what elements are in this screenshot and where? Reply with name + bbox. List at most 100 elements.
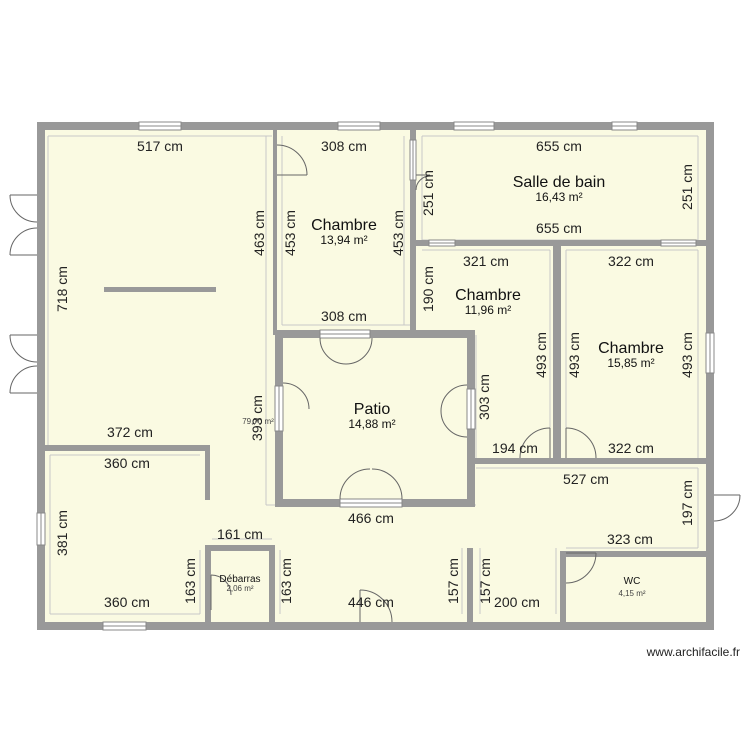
dim-label: 322 cm xyxy=(608,440,654,456)
dim-label: 655 cm xyxy=(536,220,582,236)
dim-label: 308 cm xyxy=(321,308,367,324)
dim-label: 200 cm xyxy=(494,594,540,610)
patio-wall-top xyxy=(275,330,475,338)
dim-label: 157 cm xyxy=(445,558,461,604)
window-patio-bottom xyxy=(339,498,403,508)
dim-label: 163 cm xyxy=(182,558,198,604)
door-sdb[interactable] xyxy=(415,174,431,191)
dim-label: 157 cm xyxy=(477,558,493,604)
dimension-labels-vertical: 251 cm 251 cm 463 cm 453 cm 453 cm 718 c… xyxy=(54,164,695,604)
wall-chambre2-chambre3 xyxy=(553,246,561,464)
room-name-chambre1: Chambre xyxy=(311,217,377,234)
room-name-chambre2: Chambre xyxy=(455,287,521,304)
wall-sdb-bottom xyxy=(416,240,706,246)
door-left-2[interactable] xyxy=(9,334,38,394)
dim-label: 251 cm xyxy=(420,170,436,216)
dim-label: 308 cm xyxy=(321,138,367,154)
outer-wall-left xyxy=(37,122,45,630)
dim-label: 323 cm xyxy=(607,531,653,547)
wall-living-lower-top xyxy=(45,445,210,451)
window-top-4 xyxy=(611,121,638,131)
partition-bar xyxy=(104,287,216,292)
doors xyxy=(9,144,741,623)
room-area-chambre1: 13,94 m² xyxy=(320,233,367,247)
dim-label: 197 cm xyxy=(679,480,695,526)
dim-label: 493 cm xyxy=(533,332,549,378)
dimension-guides xyxy=(47,135,699,615)
dim-label: 493 cm xyxy=(679,332,695,378)
room-area-patio: 14,88 m² xyxy=(348,417,395,431)
room-labels: Salle de bain 16,43 m² Chambre 13,94 m² … xyxy=(219,174,664,598)
room-area-chambre2: 11,96 m² xyxy=(465,303,511,317)
wall-debarras-top xyxy=(205,545,275,551)
window-top-3 xyxy=(453,121,495,131)
window-sdb-inner-2 xyxy=(660,239,697,247)
wall-debarras-right xyxy=(269,545,275,622)
door-left-1[interactable] xyxy=(9,194,38,256)
dim-label: 453 cm xyxy=(390,210,406,256)
dim-label: 381 cm xyxy=(54,510,70,556)
dim-label: 163 cm xyxy=(278,558,294,604)
outer-wall-right xyxy=(706,122,714,630)
windows xyxy=(36,121,715,631)
window-patio-left xyxy=(274,385,284,432)
wall-living-chambre1 xyxy=(273,130,277,335)
dim-label: 251 cm xyxy=(679,164,695,210)
room-area-wc: 4,15 m² xyxy=(618,589,645,598)
door-right[interactable] xyxy=(713,494,741,522)
wall-living-lower-right xyxy=(205,445,210,500)
dim-label: 190 cm xyxy=(420,266,436,312)
floor-area xyxy=(43,130,706,624)
dim-label: 360 cm xyxy=(104,455,150,471)
door-bottom-entry[interactable] xyxy=(359,589,393,623)
dim-label: 517 cm xyxy=(137,138,183,154)
door-patio-left[interactable] xyxy=(282,382,310,410)
room-name-salle-de-bain: Salle de bain xyxy=(513,174,606,191)
window-top-1 xyxy=(138,121,182,131)
watermark: www.archifacile.fr xyxy=(646,645,740,659)
door-chambre1[interactable] xyxy=(276,144,308,176)
room-name-patio: Patio xyxy=(354,401,391,418)
dim-label: 718 cm xyxy=(54,266,70,312)
dim-label: 393 cm xyxy=(249,395,265,441)
room-area-debarras: 2,06 m² xyxy=(226,584,253,593)
dim-label: 322 cm xyxy=(608,253,654,269)
door-patio-top[interactable] xyxy=(319,337,373,365)
dim-label: 194 cm xyxy=(492,440,538,456)
door-patio-right[interactable] xyxy=(440,384,468,438)
dim-label: 493 cm xyxy=(566,332,582,378)
dim-label: 321 cm xyxy=(463,253,509,269)
wall-pillar-a xyxy=(467,548,473,622)
window-bottom-1 xyxy=(102,621,147,631)
window-right xyxy=(705,332,715,374)
dim-label: 527 cm xyxy=(563,471,609,487)
window-patio-right xyxy=(466,388,476,430)
wall-chambre3-bottom xyxy=(561,458,706,464)
wall-chambre2-bottom xyxy=(475,458,553,464)
wall-wc-top xyxy=(560,551,706,557)
wall-chambre1-sdb xyxy=(410,130,416,330)
room-name-chambre3: Chambre xyxy=(598,340,664,357)
dim-label: 161 cm xyxy=(217,526,263,542)
door-patio-bottom[interactable] xyxy=(339,468,403,500)
door-wc[interactable] xyxy=(565,552,597,584)
door-debarras[interactable] xyxy=(210,574,232,610)
dim-label: 453 cm xyxy=(282,210,298,256)
dim-label: 466 cm xyxy=(348,510,394,526)
dim-label: 303 cm xyxy=(476,374,492,420)
door-chambre2[interactable] xyxy=(519,427,551,459)
room-area-main: 79,70 m² xyxy=(242,417,274,426)
room-name-debarras: Débarras xyxy=(219,574,260,585)
door-chambre3[interactable] xyxy=(565,427,597,459)
outer-wall-bottom xyxy=(37,622,714,630)
dim-label: 372 cm xyxy=(107,424,153,440)
dim-label: 360 cm xyxy=(104,594,150,610)
window-top-2 xyxy=(337,121,381,131)
window-left xyxy=(36,512,46,546)
room-area-salle-de-bain: 16,43 m² xyxy=(535,190,582,204)
dim-label: 655 cm xyxy=(536,138,582,154)
wall-wc-left xyxy=(560,551,566,622)
dim-label: 463 cm xyxy=(251,210,267,256)
window-sdb-inner xyxy=(428,239,456,247)
